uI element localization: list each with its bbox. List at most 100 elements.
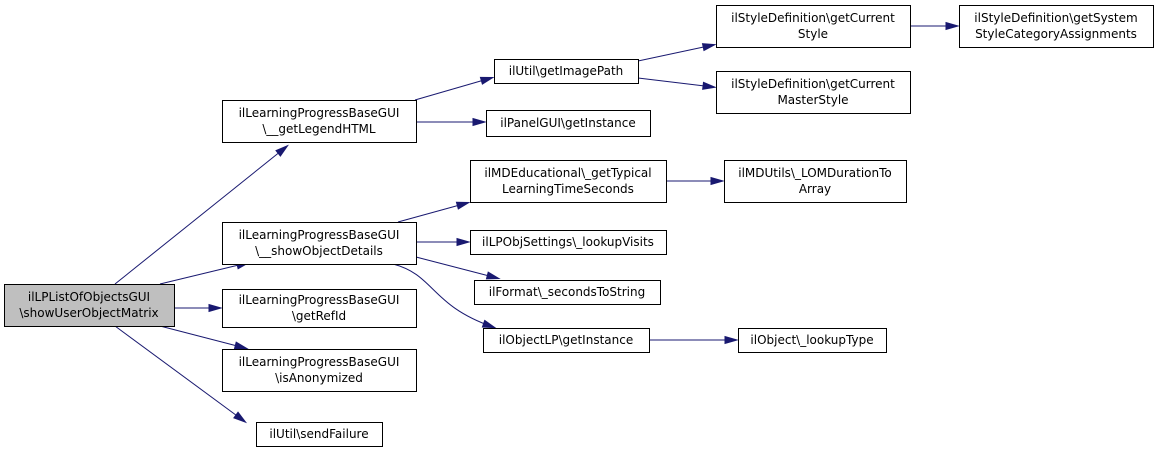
node-box <box>222 100 417 143</box>
edge-line <box>114 146 287 285</box>
arrowhead-icon <box>233 411 248 424</box>
node-legend[interactable]: ilLearningProgressBaseGUI \__getLegendHTM… <box>222 100 417 143</box>
edge-line <box>637 44 714 62</box>
node-objlp[interactable]: ilObjectLP\getInstance <box>483 328 650 353</box>
node-box <box>470 160 667 203</box>
edge-line <box>159 262 248 285</box>
edge-typical-to-lomdur <box>666 176 725 186</box>
node-anon[interactable]: ilLearningProgressBaseGUI \isAnonymized <box>222 349 417 392</box>
edge-objlp-to-lookuptype <box>649 335 739 345</box>
node-label: \showUserObjectMatrix <box>19 306 158 320</box>
nodes-layer: ilLPListOfObjectsGUI \showUserObjectMatri… <box>4 5 1154 447</box>
edge-details-to-typical <box>397 201 471 223</box>
node-box <box>724 160 907 203</box>
node-label: \__showObjectDetails <box>255 244 383 258</box>
arrowhead-icon <box>479 76 495 85</box>
arrowhead-icon <box>710 176 725 186</box>
node-box <box>474 280 661 305</box>
node-label: ilUtil\getImagePath <box>509 64 624 78</box>
arrowhead-icon <box>701 43 717 52</box>
edge-line <box>159 325 246 349</box>
arrowhead-icon <box>233 341 249 350</box>
edge-details-to-format <box>415 256 501 280</box>
edge-line <box>414 77 492 101</box>
node-label: Style <box>798 27 828 41</box>
node-label: ilStyleDefinition\getCurrent <box>731 11 895 25</box>
arrowhead-icon <box>724 335 739 345</box>
edge-imgpath-to-curmaster <box>637 77 717 90</box>
node-label: Array <box>799 182 831 196</box>
node-label: ilMDEducational\_getTypical <box>484 166 651 180</box>
edge-line <box>114 325 245 422</box>
node-label: StyleCategoryAssignments <box>975 27 1137 41</box>
node-box <box>470 230 667 255</box>
node-label: \__getLegendHTML <box>262 122 376 136</box>
node-box <box>222 349 417 392</box>
node-label: ilObjectLP\getInstance <box>499 333 633 347</box>
node-refid[interactable]: ilLearningProgressBaseGUI \getRefId <box>222 289 417 328</box>
edge-line <box>397 202 468 223</box>
edge-details-to-visits <box>416 237 471 247</box>
edge-root-to-refid <box>174 303 223 313</box>
node-label: ilLearningProgressBaseGUI <box>239 106 400 120</box>
node-box <box>716 71 911 114</box>
edge-line <box>637 77 714 88</box>
node-box <box>486 110 651 137</box>
edge-line <box>415 256 498 279</box>
node-label: ilPanelGUI\getInstance <box>500 116 635 130</box>
node-panel[interactable]: ilPanelGUI\getInstance <box>486 110 651 137</box>
node-lookuptype[interactable]: ilObject\_lookupType <box>738 328 887 353</box>
node-label: ilLearningProgressBaseGUI <box>239 228 400 242</box>
node-imgpath[interactable]: ilUtil\getImagePath <box>494 59 639 84</box>
arrowhead-icon <box>481 319 497 329</box>
node-label: ilLearningProgressBaseGUI <box>239 293 400 307</box>
node-label: ilStyleDefinition\getSystem <box>974 11 1137 25</box>
arrowhead-icon <box>945 21 960 31</box>
edge-legend-to-imgpath <box>414 76 495 101</box>
node-label: ilFormat\_secondsToString <box>489 285 646 299</box>
node-label: ilUtil\sendFailure <box>269 427 368 441</box>
edges-layer <box>114 21 960 424</box>
edge-imgpath-to-curstyle <box>637 43 717 62</box>
arrowhead-icon <box>208 303 223 313</box>
node-label: ilObject\_lookupType <box>750 333 873 347</box>
node-box <box>738 328 887 353</box>
node-root[interactable]: ilLPListOfObjectsGUI \showUserObjectMatri… <box>4 284 175 327</box>
arrowhead-icon <box>702 81 717 90</box>
edge-curstyle-to-syscat <box>910 21 960 31</box>
node-label: MasterStyle <box>777 93 848 107</box>
arrowhead-icon <box>485 271 501 280</box>
node-box <box>483 328 650 353</box>
node-label: ilStyleDefinition\getCurrent <box>731 77 895 91</box>
node-label: ilLPObjSettings\_lookupVisits <box>482 235 654 249</box>
arrowhead-icon <box>456 237 471 247</box>
node-box <box>256 422 383 447</box>
arrowhead-icon <box>472 117 487 127</box>
node-label: ilMDUtils\_LOMDurationTo <box>738 166 892 180</box>
node-box <box>959 5 1154 48</box>
node-box <box>222 289 417 328</box>
node-label: \getRefId <box>292 309 346 323</box>
arrowhead-icon <box>455 201 471 210</box>
edge-line <box>392 263 494 328</box>
node-label: ilLPListOfObjectsGUI <box>28 290 150 304</box>
node-syscat[interactable]: ilStyleDefinition\getSystemStyleCategory… <box>959 5 1154 48</box>
node-typical[interactable]: ilMDEducational\_getTypicalLearningTimeS… <box>470 160 667 203</box>
node-label: LearningTimeSeconds <box>502 182 634 196</box>
edge-root-to-legend <box>114 144 289 285</box>
edge-root-to-details <box>159 261 251 285</box>
edge-root-to-failure <box>114 325 248 424</box>
node-format[interactable]: ilFormat\_secondsToString <box>474 280 661 305</box>
node-visits[interactable]: ilLPObjSettings\_lookupVisits <box>470 230 667 255</box>
node-failure[interactable]: ilUtil\sendFailure <box>256 422 383 447</box>
node-label: \isAnonymized <box>275 371 363 385</box>
node-box <box>222 222 417 265</box>
node-label: ilLearningProgressBaseGUI <box>239 355 400 369</box>
node-box <box>4 284 175 327</box>
node-details[interactable]: ilLearningProgressBaseGUI \__showObjectDe… <box>222 222 417 265</box>
arrowhead-icon <box>275 144 289 157</box>
